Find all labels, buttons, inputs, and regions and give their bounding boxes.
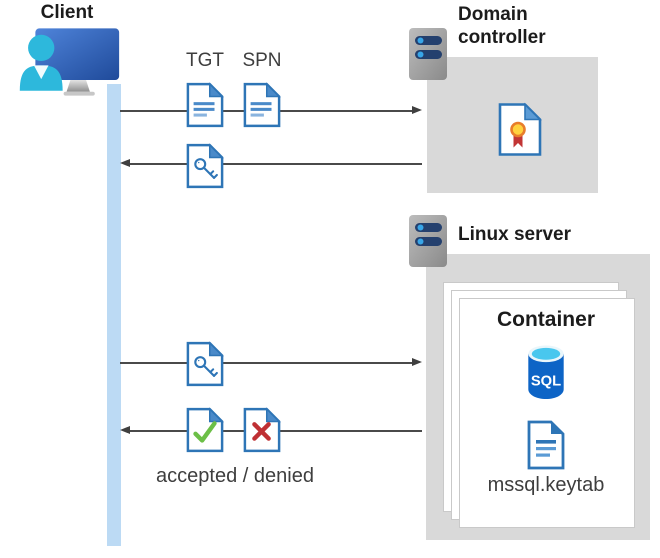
- client-lifeline: [107, 84, 121, 546]
- client-label: Client: [40, 2, 94, 23]
- spn-document-icon: [243, 82, 281, 128]
- sql-database-icon: SQL: [528, 345, 564, 400]
- seal-icon: [510, 121, 526, 138]
- check-icon: [193, 421, 217, 443]
- domain-controller-server-icon: [409, 28, 447, 80]
- linux-server-icon: [409, 215, 447, 267]
- arrow-dc-to-client: [120, 159, 422, 168]
- certificate-icon: [498, 102, 542, 156]
- service-ticket-icon: [186, 143, 224, 189]
- accepted-document-icon: [186, 407, 224, 453]
- domain-controller-label: Domain controller: [458, 4, 546, 48]
- x-icon: [252, 422, 271, 441]
- key-icon: [194, 356, 218, 377]
- spn-label: SPN: [242, 50, 282, 71]
- keytab-document-icon: [527, 420, 565, 470]
- keytab-label: mssql.keytab: [487, 474, 605, 496]
- container-label: Container: [496, 308, 595, 331]
- arrowhead-left-icon: [120, 426, 130, 434]
- linux-server-label: Linux server: [458, 224, 571, 245]
- arrow-shaft: [120, 361, 415, 364]
- tgt-document-icon: [186, 82, 224, 128]
- accepted-denied-label: accepted / denied: [156, 465, 314, 487]
- denied-document-icon: [243, 407, 281, 453]
- ribbon-icon: [513, 133, 523, 148]
- monitor-stand: [66, 80, 90, 92]
- sql-label: SQL: [531, 373, 561, 389]
- service-ticket-icon-lower: [186, 341, 224, 387]
- tgt-label: TGT: [186, 50, 224, 71]
- arrowhead-right-icon: [412, 106, 422, 114]
- monitor-icon: [35, 28, 120, 81]
- monitor-base: [63, 91, 95, 96]
- person-icon: [19, 34, 63, 91]
- arrowhead-left-icon: [120, 159, 130, 167]
- key-icon: [194, 158, 218, 179]
- arrow-shaft: [127, 162, 422, 165]
- arrow-client-to-linux: [120, 358, 422, 367]
- client-icon: [19, 28, 120, 96]
- container-page-front: [459, 298, 635, 528]
- arrowhead-right-icon: [412, 358, 422, 366]
